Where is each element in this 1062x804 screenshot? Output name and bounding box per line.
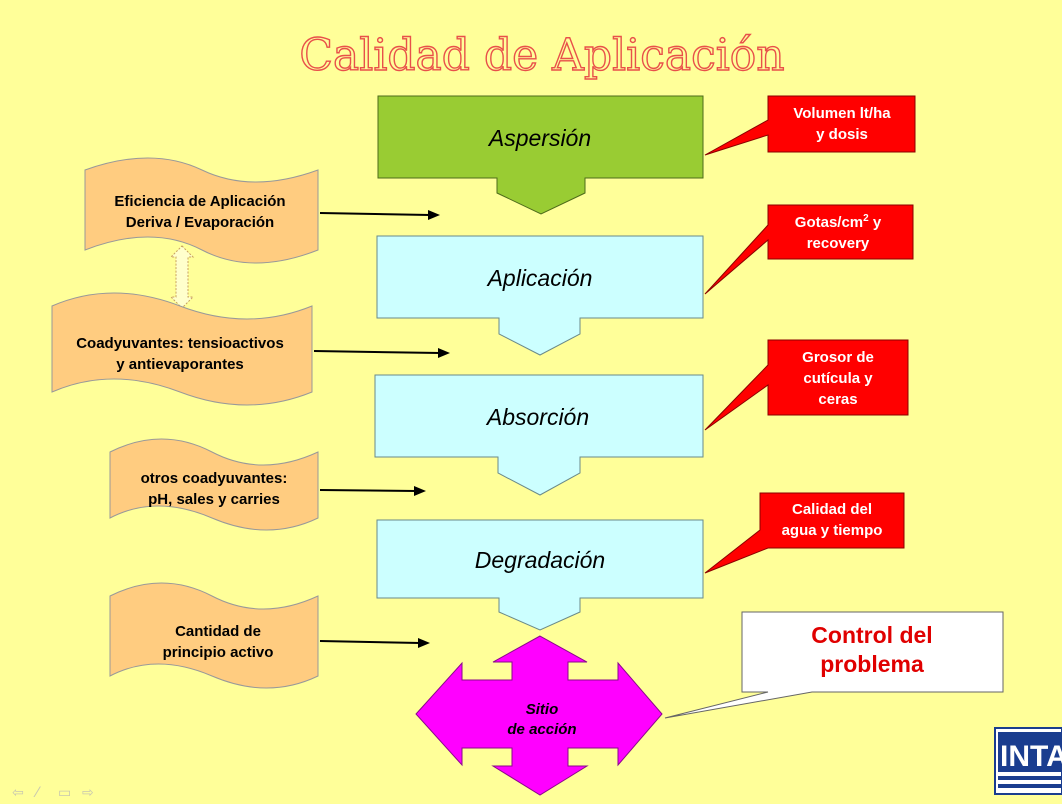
arrow-line	[319, 212, 431, 216]
factor-line2: pH, sales y carries	[148, 491, 280, 508]
inta-logo: INTA	[994, 727, 1062, 795]
slide-nav: ⇦ ⁄ ▭ ⇨	[12, 785, 94, 801]
callout-volumen: Volumen lt/ha y dosis	[704, 95, 916, 156]
callout-line2: y dosis	[816, 126, 868, 143]
factor-line2: Deriva / Evaporación	[126, 214, 274, 231]
arrow-line	[319, 640, 421, 644]
factor-arrows	[313, 210, 450, 648]
control-line1: Control del	[811, 622, 932, 648]
control-line2: problema	[820, 651, 924, 677]
factor-line1: Coadyuvantes: tensioactivos	[76, 335, 284, 352]
next-arrow-icon[interactable]: ⇨	[82, 785, 94, 801]
callout-line3: ceras	[818, 391, 857, 408]
callout-line1: Gotas/cm2 y	[795, 213, 882, 231]
factor-line2: y antievaporantes	[116, 356, 244, 373]
arrow-head	[418, 638, 430, 648]
logo-text: INTA	[1000, 740, 1062, 773]
callout-grosor: Grosor de cutícula y ceras	[704, 339, 909, 431]
callout-gotas: Gotas/cm2 y recovery	[704, 204, 914, 295]
callout-line2: agua y tiempo	[782, 522, 883, 539]
callout-control: Control del problema	[664, 611, 1004, 719]
stage-label: Aplicación	[486, 265, 593, 291]
factor-coadyuvantes: Coadyuvantes: tensioactivos y antievapor…	[51, 292, 313, 406]
arrow-head	[414, 486, 426, 496]
callout-line2: recovery	[807, 235, 870, 252]
stage-label: Degradación	[475, 547, 605, 573]
factor-eficiencia: Eficiencia de Aplicación Deriva / Evapor…	[84, 157, 319, 264]
arrow-head	[438, 348, 450, 358]
menu-icon[interactable]: ▭	[58, 785, 71, 801]
callout-line1: Volumen lt/ha	[793, 105, 891, 122]
stage-aplicacion: Aplicación	[376, 235, 704, 356]
slide-title: Calidad de Aplicación	[299, 30, 784, 81]
pen-icon[interactable]: ⁄	[33, 785, 41, 801]
callout-line1: Calidad del	[792, 501, 872, 518]
double-arrow-icon	[169, 245, 195, 309]
callout-calidad-agua: Calidad del agua y tiempo	[704, 492, 905, 574]
arrow-line	[319, 489, 417, 492]
factor-line2: principio activo	[163, 644, 274, 661]
callout-line1: Grosor de	[802, 349, 874, 366]
factor-otros-coadyuvantes: otros coadyuvantes: pH, sales y carries	[109, 438, 319, 531]
arrow-line	[313, 350, 441, 354]
callout-line2: cutícula y	[803, 370, 873, 387]
stage-degradacion: Degradación	[376, 519, 704, 631]
stage-aspersion: Aspersión	[377, 95, 704, 215]
site-label-line2: de acción	[507, 721, 576, 738]
stage-absorcion: Absorción	[374, 374, 704, 496]
stage-label: Absorción	[485, 404, 589, 430]
prev-arrow-icon[interactable]: ⇦	[12, 785, 24, 801]
factor-line1: otros coadyuvantes:	[141, 470, 288, 487]
stage-label: Aspersión	[487, 125, 591, 151]
factor-line1: Eficiencia de Aplicación	[114, 193, 285, 210]
site-label-line1: Sitio	[526, 701, 559, 718]
arrow-head	[428, 210, 440, 220]
factor-cantidad: Cantidad de principio activo	[109, 582, 319, 689]
factor-line1: Cantidad de	[175, 623, 261, 640]
site-of-action: Sitio de acción	[415, 635, 663, 796]
